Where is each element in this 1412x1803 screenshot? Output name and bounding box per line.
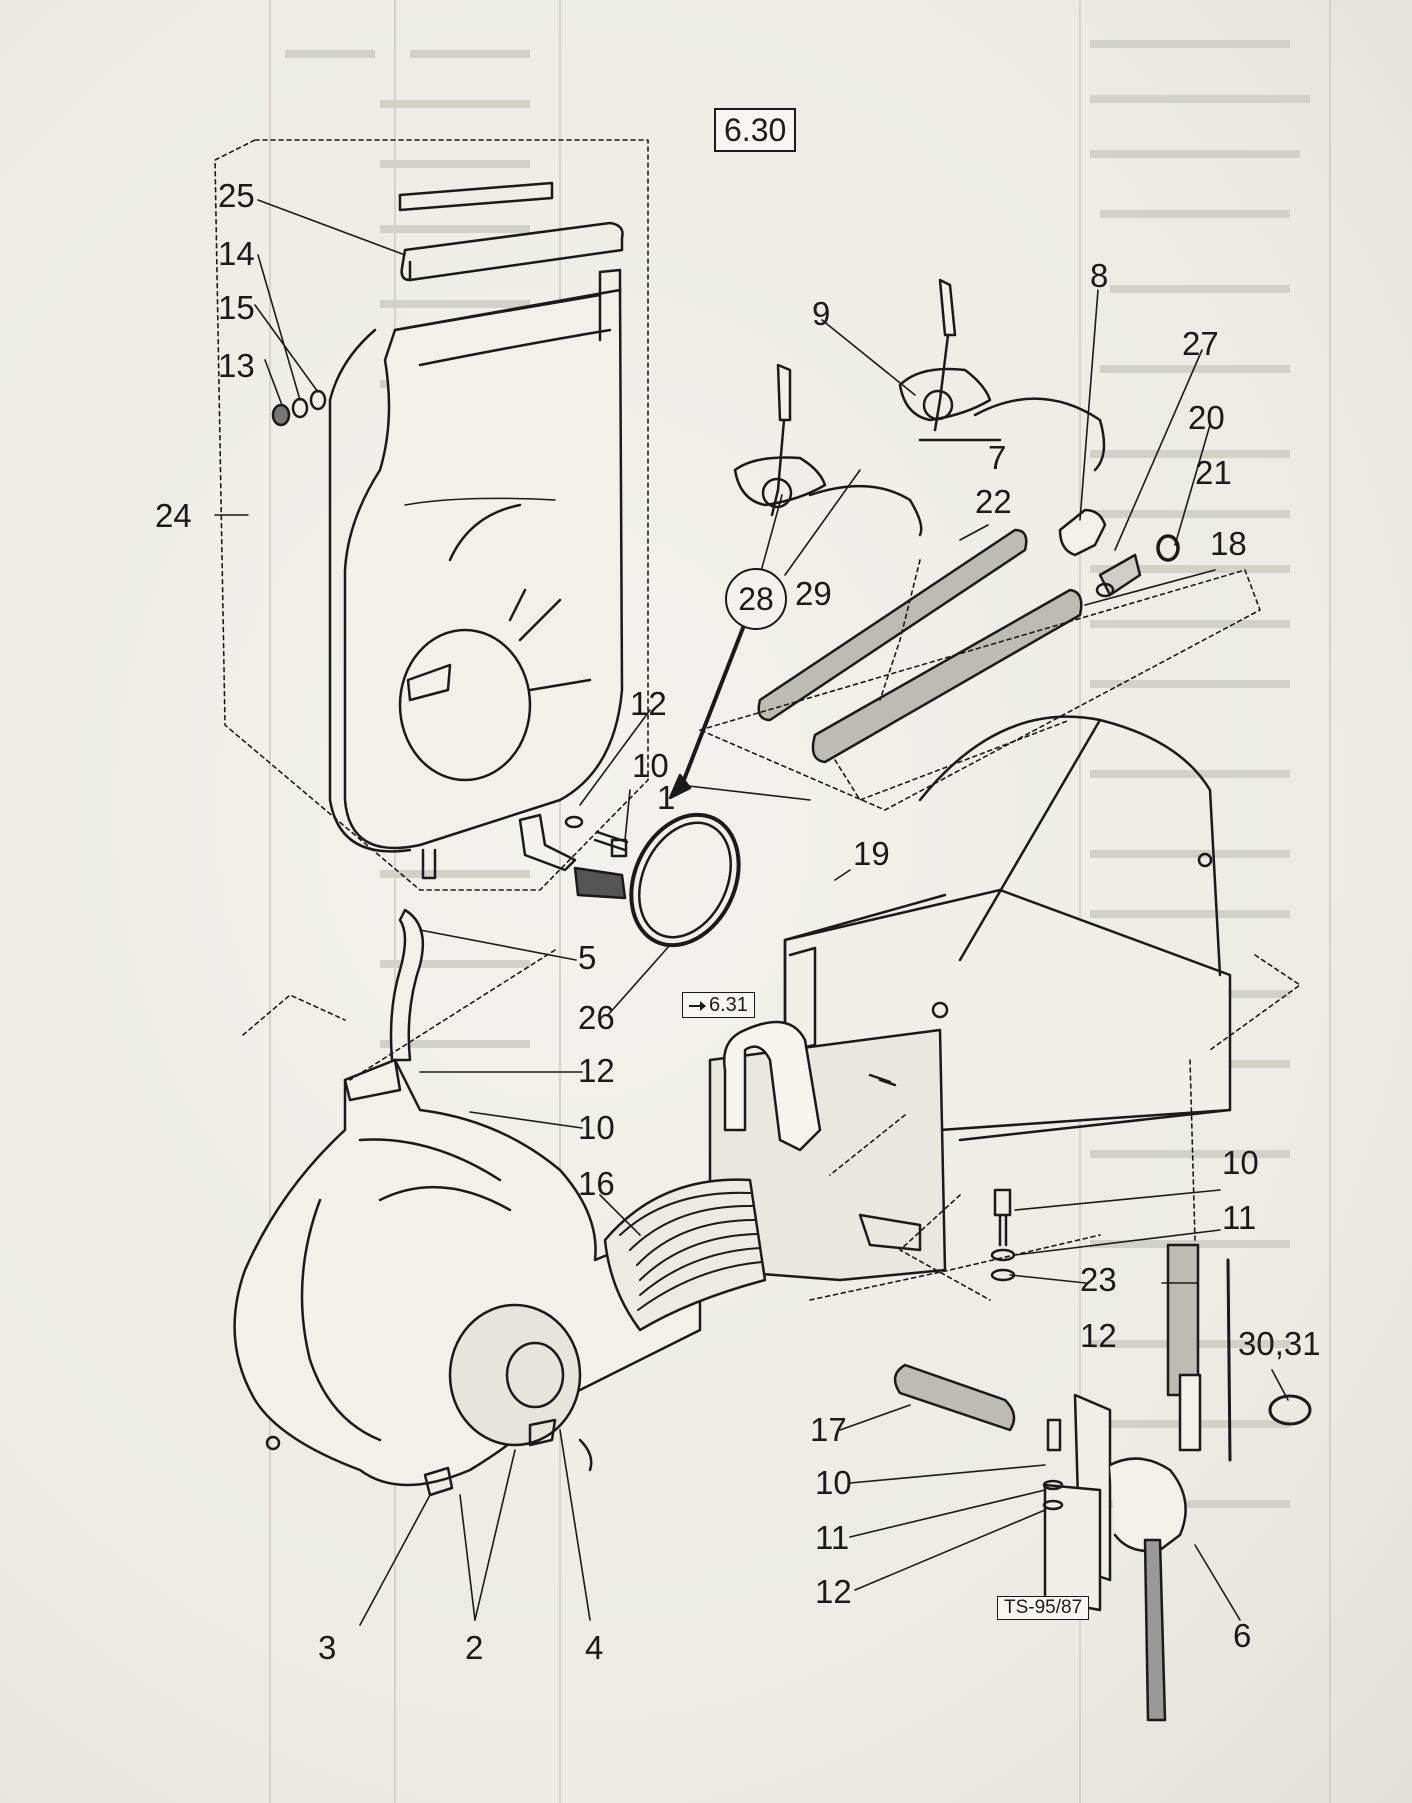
callout-29: 29 <box>795 575 832 612</box>
callout-16: 16 <box>578 1165 615 1202</box>
callout-23: 23 <box>1080 1261 1117 1298</box>
callout-10-mid: 10 <box>578 1109 615 1146</box>
part-21-washer <box>1156 534 1180 562</box>
callout-2: 2 <box>465 1629 484 1666</box>
part-20-fitting <box>1095 553 1142 598</box>
callout-28-circled: 28 <box>725 568 787 630</box>
part-24-air-duct-housing <box>328 268 624 880</box>
bolt-10-right <box>990 1188 1016 1282</box>
callout-7: 7 <box>988 439 1007 476</box>
part-9-control-lever <box>898 278 1106 472</box>
part-1-heater-unit <box>708 715 1232 1282</box>
part-18-foam-tube <box>811 588 1083 764</box>
callout-17: 17 <box>810 1411 847 1448</box>
callout-10-lower: 10 <box>815 1464 852 1501</box>
callout-25: 25 <box>218 177 255 214</box>
cross-reference-box[interactable]: 6.31 <box>682 992 755 1018</box>
part-17-foam-tube <box>893 1363 1016 1432</box>
part-26-seal-ring <box>629 812 741 948</box>
callout-1: 1 <box>657 779 676 816</box>
callout-26: 26 <box>578 999 615 1036</box>
callout-10-upper: 10 <box>632 747 669 784</box>
callout-28-arrow <box>668 469 861 800</box>
callout-14: 14 <box>218 235 255 272</box>
callout-4: 4 <box>585 1629 604 1666</box>
part-29-control-lever <box>733 363 923 537</box>
callout-9: 9 <box>812 295 831 332</box>
callout-30-31: 30,31 <box>1238 1325 1321 1362</box>
cross-reference-label: 6.31 <box>709 994 748 1016</box>
part-5-hose <box>389 908 425 1062</box>
callout-24: 24 <box>155 497 192 534</box>
callout-21: 21 <box>1195 454 1232 491</box>
assembly-24-dashed-frame <box>214 139 649 891</box>
callout-12-mid: 12 <box>578 1052 615 1089</box>
dashed-connection-lines <box>242 559 1301 1301</box>
grommet <box>573 866 627 900</box>
drawing-number: TS-95/87 <box>997 1596 1090 1620</box>
callout-12-upper: 12 <box>630 685 667 722</box>
callout-11-lower: 11 <box>815 1519 850 1556</box>
callout-19: 19 <box>853 835 890 872</box>
part-25-top-cover <box>398 181 624 282</box>
callout-11-right: 11 <box>1222 1199 1257 1236</box>
figure-number: 6.30 <box>714 108 797 152</box>
callout-10-right: 10 <box>1222 1144 1259 1181</box>
callout-27: 27 <box>1182 325 1219 362</box>
bolt-10-upper <box>564 815 629 858</box>
blower-housing <box>233 1058 702 1497</box>
callout-13: 13 <box>218 347 255 384</box>
callout-18: 18 <box>1210 525 1247 562</box>
callout-5: 5 <box>578 939 597 976</box>
arrow-right-icon <box>689 1000 706 1011</box>
part-23-foam-tube <box>1166 1243 1200 1397</box>
callout-22: 22 <box>975 483 1012 520</box>
callout-leader-lines <box>214 199 1289 1626</box>
housing-bracket <box>518 813 577 872</box>
callout-6: 6 <box>1233 1617 1252 1654</box>
callout-15: 15 <box>218 289 255 326</box>
part-16-flex-hose <box>603 1178 767 1332</box>
callout-12-right: 12 <box>1080 1317 1117 1354</box>
callout-3: 3 <box>318 1629 337 1666</box>
callout-20: 20 <box>1188 399 1225 436</box>
part-27-sleeve <box>1058 508 1107 557</box>
callout-12-lower: 12 <box>815 1573 852 1610</box>
part-6-water-valve <box>1042 1258 1312 1722</box>
callout-8: 8 <box>1090 257 1109 294</box>
part-22-foam-tube <box>757 528 1028 722</box>
